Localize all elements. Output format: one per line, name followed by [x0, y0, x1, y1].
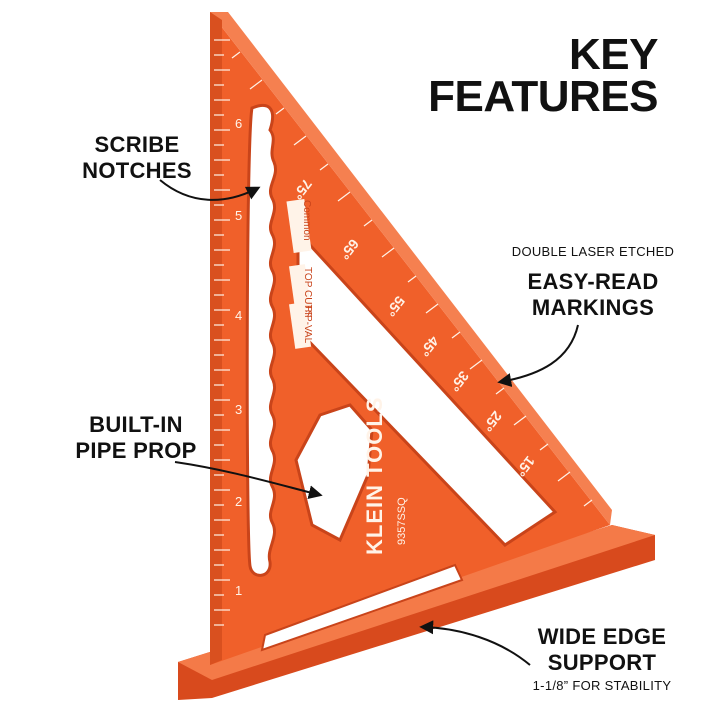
model-number: 9357SSQ: [396, 497, 408, 545]
inch-number: 6: [235, 116, 242, 131]
edge-sub: 1-1/8” FOR STABILITY: [532, 678, 672, 693]
scribe-arrow: [159, 179, 261, 201]
headline-line-1: KEY: [569, 30, 658, 79]
markings-arrow: [497, 324, 579, 387]
scribe-line-2: NOTCHES: [82, 158, 192, 183]
inch-number: 4: [235, 308, 242, 323]
brand-logo: KLEIN TOOLS: [362, 397, 387, 556]
edge-support-callout: WIDE EDGE SUPPORT 1-1/8” FOR STABILITY: [512, 624, 692, 693]
scale-labels: Common TOP CUTS HIP-VAL: [286, 199, 313, 349]
scribe-notches-callout: SCRIBE NOTCHES: [78, 132, 196, 184]
left-edge-ticks: [214, 39, 230, 626]
scale-label: TOP CUTS: [302, 267, 313, 318]
inch-number: 3: [235, 402, 242, 417]
markings-line-2: MARKINGS: [531, 295, 655, 320]
pipe-line-2: PIPE PROP: [75, 438, 197, 463]
pipe-line-1: BUILT-IN: [89, 412, 183, 437]
scale-label: Common: [301, 200, 312, 241]
inch-numbers: 1 2 3 4 5 6: [235, 116, 242, 598]
inch-number: 2: [235, 494, 242, 509]
edge-line-2: SUPPORT: [547, 650, 657, 675]
markings-pre: DOUBLE LASER ETCHED: [511, 244, 675, 259]
brand-imprint: KLEIN TOOLS 9357SSQ: [362, 397, 408, 556]
scribe-notch-slot: [245, 104, 277, 577]
inch-number: 1: [235, 583, 242, 598]
inch-number: 5: [235, 208, 242, 223]
edge-support-flange: [178, 525, 655, 700]
hypotenuse-ticks: [231, 51, 593, 507]
edge-arrow: [419, 620, 531, 666]
pipe-prop-callout: BUILT-IN PIPE PROP: [72, 412, 200, 464]
markings-line-1: EASY-READ: [527, 269, 659, 294]
headline: KEY FEATURES: [428, 30, 658, 121]
scribe-line-1: SCRIBE: [94, 132, 180, 157]
headline-line-2: FEATURES: [428, 72, 658, 121]
scale-label: HIP-VAL: [302, 305, 313, 344]
pipe-prop-opening: [294, 403, 374, 543]
pipe-arrow: [174, 461, 323, 500]
edge-line-1: WIDE EDGE: [537, 624, 667, 649]
markings-callout: DOUBLE LASER ETCHED EASY-READ MARKINGS: [508, 244, 678, 321]
base-slot: [260, 563, 464, 652]
